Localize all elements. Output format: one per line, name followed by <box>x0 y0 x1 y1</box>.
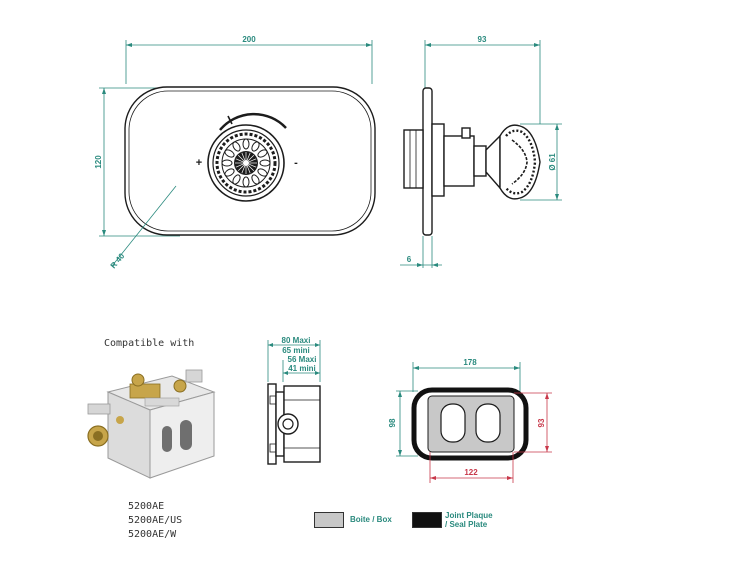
model-item: 5200AE/W <box>128 529 177 540</box>
plus-symbol: + <box>196 157 202 169</box>
side-view: 93 Ø 61 6 <box>400 35 562 268</box>
dim-box-min: 65 mini <box>282 346 310 355</box>
side-knob <box>499 124 541 200</box>
legend-seal-label-1: Joint Plaque <box>445 511 493 520</box>
legend-box-label: Boite / Box <box>350 515 392 524</box>
dim-side-plate: 6 <box>407 255 412 264</box>
legend-seal-label-2: / Seal Plate <box>445 520 488 529</box>
legend-seal-swatch <box>412 512 442 528</box>
dim-front-height: 120 <box>94 155 103 169</box>
box-section-view: 80 Maxi 65 mini 56 Maxi 41 mini <box>267 336 321 465</box>
dim-side-depth: 93 <box>478 35 487 44</box>
dim-box-max: 80 Maxi <box>282 336 311 345</box>
knob-ornament <box>221 138 271 188</box>
dim-seal-height: 93 <box>537 418 546 427</box>
dim-box-inner-max: 56 Maxi <box>288 355 317 364</box>
dim-seal-width: 122 <box>464 468 478 477</box>
front-view: 200 120 R 40 + - <box>94 35 376 270</box>
plate-seal-view: 178 98 93 122 <box>388 358 552 483</box>
mixer-box-illustration <box>87 369 216 479</box>
legend-box-swatch <box>314 512 344 528</box>
minus-symbol: - <box>294 157 298 169</box>
compatible-title: Compatible with <box>104 338 195 349</box>
model-item: 5200AE <box>128 501 165 512</box>
side-plate <box>422 87 433 236</box>
dim-box-inner-min: 41 mini <box>288 364 316 373</box>
dim-plate-height: 98 <box>388 418 397 427</box>
dim-plate-width: 178 <box>463 358 477 367</box>
dim-side-diameter: Ø 61 <box>548 153 557 171</box>
box-opening-left <box>440 403 466 443</box>
box-opening-right <box>475 403 501 443</box>
model-item: 5200AE/US <box>128 515 183 526</box>
dim-front-width: 200 <box>242 35 256 44</box>
dim-front-radius: R 40 <box>109 251 127 270</box>
seal-plate-ring <box>411 387 529 461</box>
